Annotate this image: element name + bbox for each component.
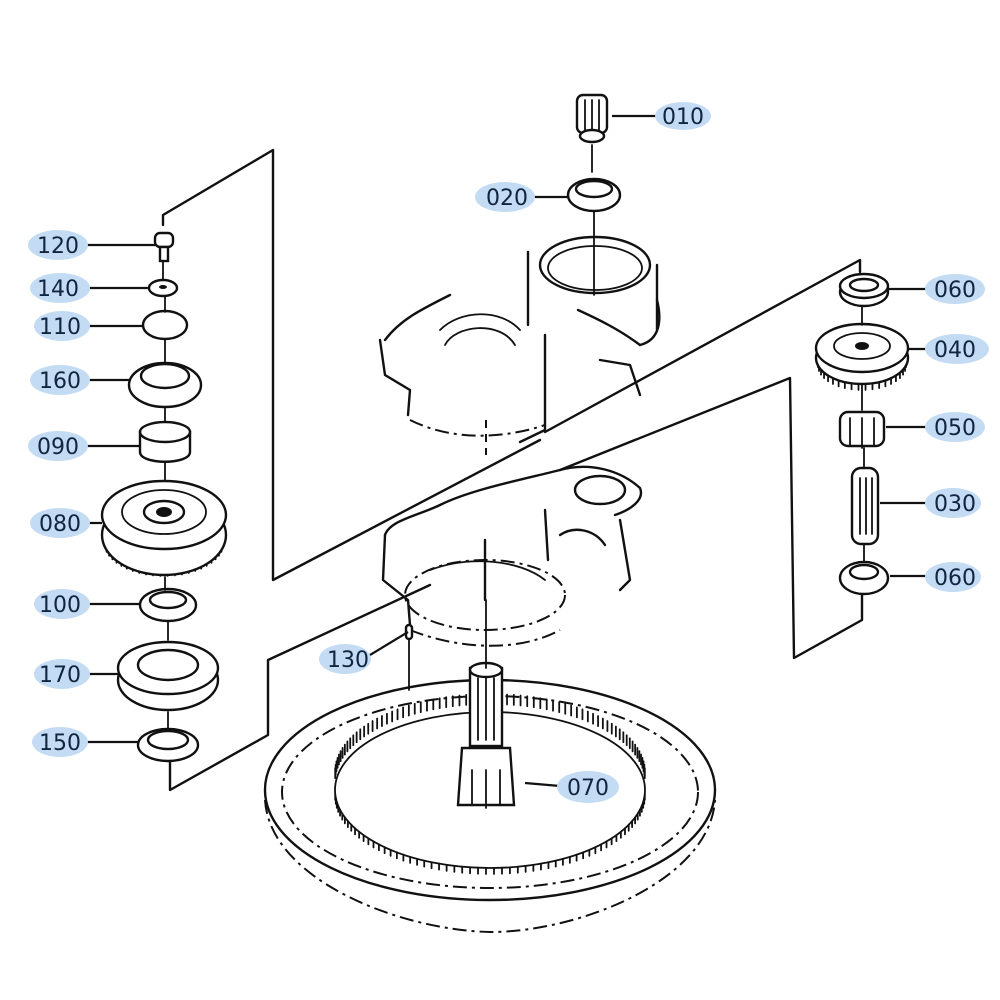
callout-110-label: 110	[39, 315, 81, 340]
callout-050[interactable]: 050	[886, 412, 985, 442]
callout-050-label: 050	[934, 416, 976, 441]
right-parts-stack	[814, 272, 910, 596]
callout-160[interactable]: 160	[30, 365, 129, 395]
left-parts-stack	[100, 231, 228, 763]
callout-060-lower[interactable]: 060	[890, 562, 981, 592]
callout-020-label: 020	[486, 186, 528, 211]
callout-060-lower-label: 060	[934, 566, 976, 591]
callout-030-label: 030	[934, 492, 976, 517]
callout-090-label: 090	[37, 435, 79, 460]
callout-030[interactable]: 030	[880, 488, 981, 518]
callout-150-label: 150	[39, 731, 81, 756]
callout-170[interactable]: 170	[34, 659, 118, 689]
callout-070[interactable]: 070	[524, 771, 619, 803]
callout-100-label: 100	[39, 593, 81, 618]
callout-140[interactable]: 140	[30, 273, 149, 303]
top-pinion-stack	[566, 93, 622, 296]
callout-100[interactable]: 100	[34, 589, 140, 619]
callout-040[interactable]: 040	[908, 334, 989, 364]
output-pinion-shaft	[456, 599, 516, 809]
callout-040-label: 040	[934, 338, 976, 363]
callout-140-label: 140	[37, 277, 79, 302]
callout-020[interactable]: 020	[475, 182, 568, 212]
ring-gear-teeth-back	[334, 693, 646, 780]
callout-170-label: 170	[39, 663, 81, 688]
ring-gear-teeth-front	[334, 792, 646, 875]
callout-150[interactable]: 150	[32, 727, 138, 757]
assembly-bracket-lines	[161, 148, 864, 792]
callout-120-label: 120	[37, 234, 79, 259]
callout-010-label: 010	[662, 105, 704, 130]
callout-130[interactable]: 130	[319, 631, 409, 674]
callout-080-label: 080	[39, 512, 81, 537]
callout-090[interactable]: 090	[28, 431, 140, 461]
callout-010[interactable]: 010	[612, 102, 711, 130]
callout-120[interactable]: 120	[28, 230, 155, 260]
callout-110[interactable]: 110	[34, 311, 143, 341]
callout-080[interactable]: 080	[30, 508, 102, 538]
upper-housing	[378, 235, 661, 455]
callout-160-label: 160	[39, 369, 81, 394]
callout-060-upper[interactable]: 060	[888, 274, 985, 304]
callout-060-upper-label: 060	[934, 278, 976, 303]
callout-070-label: 070	[567, 776, 609, 801]
dowel-pin	[404, 623, 414, 691]
callout-130-label: 130	[327, 648, 369, 673]
lower-housing	[381, 465, 643, 647]
